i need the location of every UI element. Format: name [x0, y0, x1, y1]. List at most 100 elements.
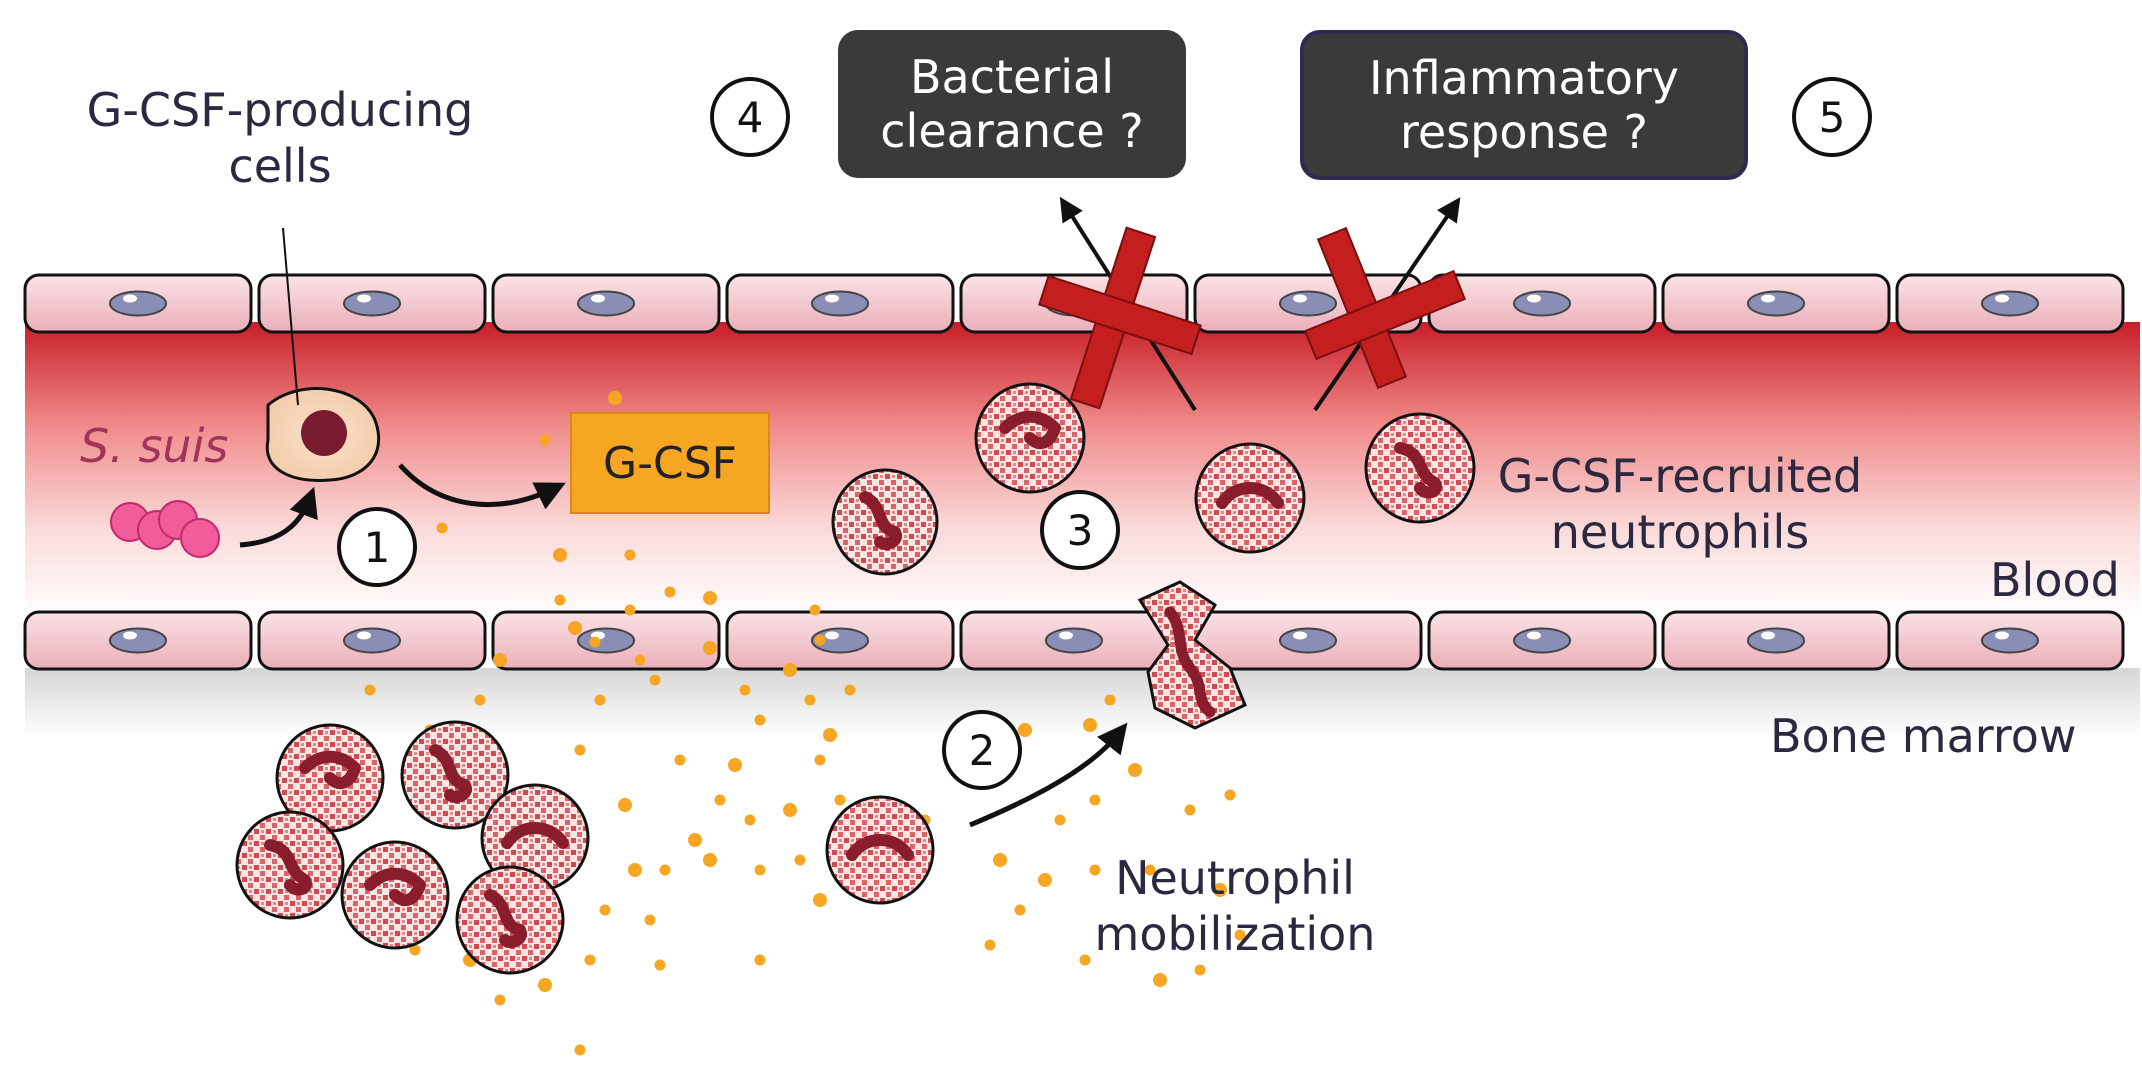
label-pointer-line — [282, 227, 299, 406]
gcsf-particle — [703, 853, 717, 867]
gcsf-particle — [594, 694, 606, 706]
gcsf-particle — [823, 728, 837, 742]
step-5: 5 — [1792, 77, 1872, 157]
gcsf-particle — [554, 594, 566, 606]
cell-nucleus — [1513, 627, 1571, 654]
gcsf-particle — [783, 803, 797, 817]
gcsf-particle — [624, 604, 636, 616]
gcsf-particle — [688, 833, 702, 847]
box-inflammatory-response: Inflammatory response ? — [1300, 30, 1748, 180]
gcsf-particle — [728, 758, 742, 772]
endothelial-cell — [1427, 273, 1657, 334]
arrow-mobilization — [969, 722, 1128, 828]
box-inflammatory-response-text: Inflammatory response ? — [1368, 50, 1679, 159]
gcsf-particle — [1018, 723, 1032, 737]
gcsf-particle — [664, 586, 676, 598]
gcsf-particle — [739, 684, 751, 696]
gcsf-particle — [599, 904, 611, 916]
cell-nucleus — [811, 290, 869, 317]
gcsf-particle — [1153, 973, 1167, 987]
cell-nucleus — [109, 627, 167, 654]
endothelial-cell — [1427, 610, 1657, 671]
neutrophil — [340, 840, 450, 950]
gcsf-particle — [538, 978, 552, 992]
gcsf-particle — [984, 939, 996, 951]
cell-nucleus — [1279, 290, 1337, 317]
gcsf-particle — [754, 714, 766, 726]
neutrophil — [1194, 442, 1306, 554]
cell-nucleus — [1981, 290, 2039, 317]
step-4: 4 — [710, 77, 790, 157]
step-2: 2 — [942, 710, 1022, 790]
cell-nucleus — [343, 290, 401, 317]
endothelial-cell — [1895, 273, 2125, 334]
endothelial-cell — [725, 273, 955, 334]
gcsf-particle — [1089, 794, 1101, 806]
gcsf-particle — [1083, 718, 1097, 732]
gcsf-particle — [618, 798, 632, 812]
gcsf-particle — [659, 864, 671, 876]
endothelial-cell — [1661, 610, 1891, 671]
gcsf-particle — [589, 636, 601, 648]
neutrophils — [235, 382, 1476, 975]
gcsf-particle — [814, 754, 826, 766]
cell-nucleus — [577, 627, 635, 654]
label-mobilization: Neutrophil mobilization — [1094, 851, 1376, 962]
gcsf-particle — [608, 391, 622, 405]
gcsf-particle — [436, 522, 448, 534]
gcsf-particle — [1054, 814, 1066, 826]
gcsf-particle — [1234, 929, 1246, 941]
cell-nucleus — [1747, 290, 1805, 317]
step-3: 3 — [1040, 490, 1120, 570]
cell-nucleus — [1981, 627, 2039, 654]
cell-nucleus — [1513, 290, 1571, 317]
box-bacterial-clearance: Bacterial clearance ? — [838, 30, 1186, 178]
gcsf-particle — [568, 621, 582, 635]
cross-inflammation — [1303, 226, 1467, 390]
gcsf-particle — [1194, 964, 1206, 976]
gcsf-particle — [364, 684, 376, 696]
gcsf-particle — [834, 794, 846, 806]
endothelial-cell — [23, 273, 253, 334]
box-bacterial-clearance-text: Bacterial clearance ? — [880, 49, 1144, 158]
gcsf-particle — [703, 591, 717, 605]
label-s-suis: S. suis — [80, 419, 229, 473]
neutrophil — [275, 723, 385, 833]
arrow-bacteria-to-cell — [239, 486, 318, 548]
cross-clearance — [1038, 226, 1202, 410]
gcsf-particle — [649, 674, 661, 686]
gcsf-particle — [634, 654, 646, 666]
gcsf-particle — [844, 684, 856, 696]
label-bone-marrow: Bone marrow — [1770, 709, 2077, 763]
label-producing-cells: G-CSF-producing cells — [86, 83, 474, 194]
label-blood: Blood — [1990, 553, 2120, 607]
gcsf-particle — [1104, 694, 1116, 706]
gcsf-particle — [794, 854, 806, 866]
gcsf-particle — [654, 959, 666, 971]
gcsf-particle — [628, 863, 642, 877]
endothelium-top — [23, 273, 2125, 334]
gcsf-particle — [1038, 873, 1052, 887]
gcsf-particle — [674, 754, 686, 766]
gcsf-particle — [1089, 864, 1101, 876]
neutrophil — [400, 720, 510, 830]
endothelial-cell — [959, 610, 1189, 671]
arrow-cell-to-gcsf — [398, 463, 566, 510]
label-recruited-neutrophils: G-CSF-recruited neutrophils — [1497, 449, 1863, 560]
endothelium-bottom — [23, 610, 2125, 671]
gcsf-particle — [574, 744, 586, 756]
gcsf-particle — [1213, 883, 1227, 897]
endothelial-cell — [491, 610, 721, 671]
gcsf-particle — [754, 954, 766, 966]
neutrophil — [235, 810, 345, 920]
gcsf-particle — [409, 944, 421, 956]
s-suis-bacteria — [110, 500, 220, 558]
gcsf-particle — [993, 853, 1007, 867]
gcsf-producing-cell — [265, 387, 381, 482]
cell-nucleus — [1045, 627, 1103, 654]
gcsf-particle — [1144, 864, 1156, 876]
gcsf-particle — [804, 694, 816, 706]
gcsf-particle — [1184, 804, 1196, 816]
gcsf-particle — [494, 994, 506, 1006]
gcsf-box: G-CSF — [570, 412, 770, 514]
